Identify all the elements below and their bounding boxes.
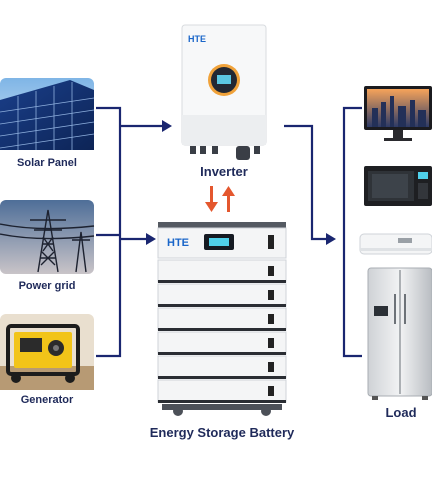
battery-module <box>157 283 287 307</box>
battery-label: Energy Storage Battery <box>149 425 295 440</box>
air-conditioner-icon <box>359 233 432 255</box>
inverter-label: Inverter <box>200 164 248 179</box>
solar-panel-label: Solar Panel <box>17 157 77 169</box>
battery-module <box>157 259 287 283</box>
battery-module <box>157 307 287 331</box>
flow-lines <box>96 106 362 358</box>
battery-feet <box>162 404 282 416</box>
generator-label: Generator <box>20 394 74 406</box>
battery-module <box>157 355 287 379</box>
flow-arrowheads <box>146 120 336 245</box>
inverter-brand-logo: HTE <box>188 34 206 44</box>
battery-brand-logo: HTE <box>167 237 189 249</box>
monitor-icon <box>364 86 432 141</box>
power-grid-label: Power grid <box>18 280 76 292</box>
battery-module <box>157 331 287 355</box>
load-label: Load <box>385 405 417 420</box>
battery-module <box>157 379 287 403</box>
generator-icon <box>0 314 94 390</box>
charge-discharge-arrows <box>205 186 235 212</box>
microwave-icon <box>364 166 432 206</box>
inverter-icon <box>181 24 267 160</box>
battery-icon <box>157 222 287 259</box>
refrigerator-icon <box>367 267 432 400</box>
solar-panel-icon <box>0 78 95 150</box>
battery-modules <box>157 259 287 403</box>
pylon-icon <box>0 200 95 274</box>
